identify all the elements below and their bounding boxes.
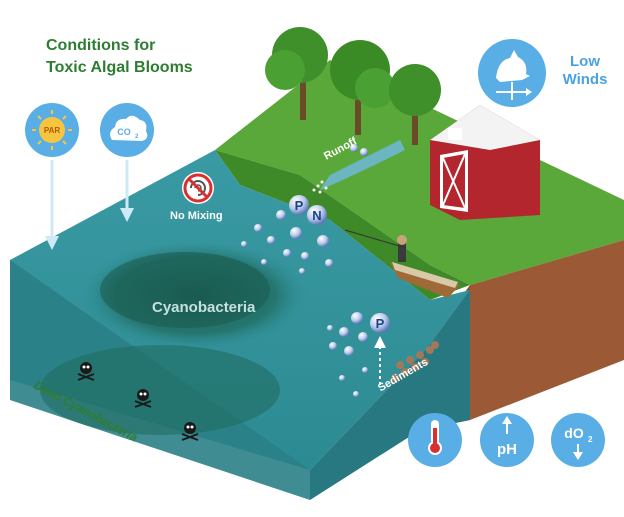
water-right-face <box>310 290 470 500</box>
nitrogen-molecule <box>317 235 329 247</box>
phosphorus-molecule <box>329 342 337 350</box>
par-label: PAR <box>44 126 61 135</box>
phosphorus-molecule <box>353 391 359 397</box>
phosphorus-molecule <box>351 312 363 324</box>
phosphorus-molecule <box>290 227 302 239</box>
diagram-title: Conditions for Toxic Algal Blooms <box>46 35 193 79</box>
sediment-particles <box>391 341 439 382</box>
svg-text:N: N <box>312 208 321 223</box>
svg-text:P: P <box>376 316 385 331</box>
phosphorus-molecule <box>283 249 291 257</box>
phosphorus-molecule <box>261 259 267 265</box>
title-line-1: Conditions for <box>46 37 156 54</box>
grass-bank <box>215 150 470 300</box>
rooster-weathervane-icon <box>478 39 546 107</box>
par-sun-icon: PAR <box>25 103 79 157</box>
title-line-2: Toxic Algal Blooms <box>46 59 193 76</box>
nitrogen-molecule-large <box>307 205 327 225</box>
phosphorus-molecule <box>358 332 368 342</box>
phosphorus-molecule <box>267 236 275 244</box>
low-winds-label: Low Winds <box>562 53 608 88</box>
cyanobacteria-label: Cyanobacteria <box>152 299 256 316</box>
phosphorus-molecule <box>339 327 349 337</box>
phosphorus-molecule <box>299 268 305 274</box>
phosphorus-molecule <box>344 346 354 356</box>
no-mixing-label: No Mixing <box>170 210 223 222</box>
phosphorus-molecule <box>362 367 368 373</box>
phosphorus-molecule <box>301 252 309 260</box>
soil-side <box>420 240 624 430</box>
phosphorus-molecule <box>241 241 247 247</box>
phosphorus-molecule <box>350 144 358 152</box>
skull-icon <box>181 422 199 441</box>
cyanobacteria-bloom-inner <box>100 252 270 328</box>
runoff-stream <box>320 140 405 190</box>
no-mixing-icon <box>182 172 214 204</box>
skull-icon <box>77 362 95 381</box>
phosphorus-molecule <box>339 375 345 381</box>
nitrogen-molecule <box>360 148 368 156</box>
nutrient-molecules: P N P <box>241 144 390 397</box>
thermometer-icon <box>408 413 462 467</box>
do2-subscript: 2 <box>588 435 593 444</box>
co2-subscript: 2 <box>135 134 139 140</box>
bloom-depth <box>40 345 280 435</box>
dissolved-oxygen-icon: dO 2 <box>551 413 605 467</box>
grass-surface <box>215 60 624 285</box>
phosphorus-molecule-large <box>370 313 390 333</box>
co2-label: CO <box>117 127 131 137</box>
co2-cloud-icon: CO 2 <box>100 103 154 157</box>
ph-label: pH <box>497 441 517 458</box>
phosphorus-molecule <box>276 210 286 220</box>
ph-icon: pH <box>480 413 534 467</box>
phosphorus-molecule <box>327 325 333 331</box>
skull-icon <box>134 389 152 408</box>
nitrogen-molecule <box>325 259 333 267</box>
svg-text:P: P <box>295 198 304 213</box>
tree-group <box>265 27 441 145</box>
barn <box>430 105 540 220</box>
phosphorus-molecule-large <box>289 195 309 215</box>
runoff-splash <box>312 180 328 194</box>
phosphorus-molecule <box>254 224 262 232</box>
do2-label: dO <box>564 425 584 441</box>
boat <box>344 229 460 298</box>
